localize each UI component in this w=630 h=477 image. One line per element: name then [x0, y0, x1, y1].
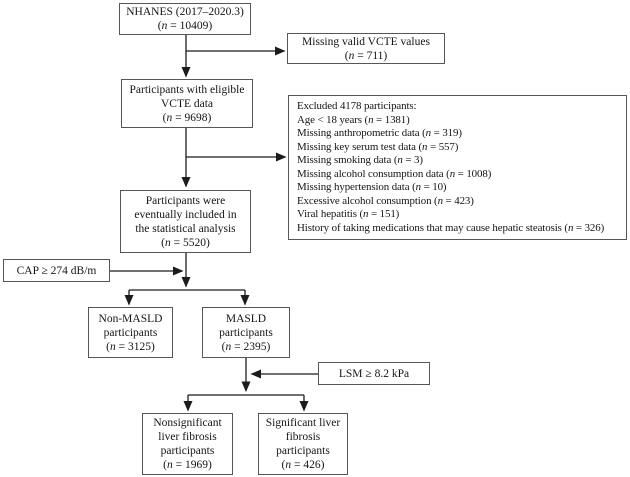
excluded-item: Missing smoking data (n = 3) [297, 154, 423, 166]
excluded-item: Missing alcohol consumption data (n = 10… [297, 167, 492, 180]
node-nonsig-count: (n = 1969) [163, 459, 212, 471]
node-nonsig-line: Nonsignificant [153, 417, 222, 429]
node-included-line: the statistical analysis [135, 222, 236, 235]
node-nhanes: NHANES (2017–2020.3) (n = 10409) [119, 3, 251, 35]
node-non-masld-count: (n = 3125) [106, 340, 155, 353]
node-lsm-criterion: LSM ≥ 8.2 kPa [318, 362, 430, 385]
node-masld: MASLD participants (n = 2395) [202, 307, 290, 358]
node-nonsig-line: liver fibrosis [158, 431, 217, 443]
node-included-line: eventually included in [134, 208, 237, 221]
node-significant-fibrosis: Significant liver fibrosis participants … [258, 413, 348, 475]
cap-criterion-label: CAP ≥ 274 dB/m [16, 264, 97, 277]
excluded-item: Missing key serum test data (n = 557) [297, 140, 459, 153]
node-nhanes-count: (n = 10409) [157, 20, 213, 32]
node-sig-line: Significant liver [265, 417, 341, 429]
lsm-criterion-label: LSM ≥ 8.2 kPa [338, 367, 410, 380]
node-eligible-line: VCTE data [160, 97, 214, 110]
node-eligible-count: (n = 9698) [162, 111, 212, 124]
node-excluded-list: Excluded 4178 participants: Age < 18 yea… [288, 95, 627, 240]
node-masld-line: participants [219, 326, 273, 339]
excluded-item: Missing anthropometric data (n = 319) [297, 127, 462, 139]
node-non-masld-line: participants [103, 326, 158, 339]
excluded-item: History of taking medications that may c… [297, 221, 605, 234]
excluded-item: Missing hypertension data (n = 10) [297, 181, 447, 193]
node-masld-line: MASLD [225, 312, 267, 325]
node-sig-line: fibrosis [285, 431, 321, 443]
node-non-masld-line: Non-MASLD [98, 312, 163, 325]
node-masld-count: (n = 2395) [221, 340, 271, 353]
node-included-count: (n = 5520) [161, 236, 210, 249]
node-nonsignificant-fibrosis: Nonsignificant liver fibrosis participan… [142, 413, 233, 475]
node-non-masld: Non-MASLD participants (n = 3125) [88, 307, 173, 358]
node-missing-vcte-line: Missing valid VCTE values [302, 35, 430, 48]
excluded-item: Viral hepatitis (n = 151) [297, 208, 400, 220]
excluded-header: Excluded 4178 participants: [297, 100, 417, 112]
node-included-line: Participants were [145, 194, 226, 207]
node-sig-line: participants [276, 445, 330, 457]
node-nonsig-line: participants [160, 445, 215, 457]
node-included-analysis: Participants were eventually included in… [120, 190, 251, 253]
node-nhanes-line: NHANES (2017–2020.3) [126, 6, 244, 18]
node-cap-criterion: CAP ≥ 274 dB/m [3, 259, 110, 282]
node-eligible-vcte: Participants with eligible VCTE data (n … [121, 79, 253, 128]
node-missing-vcte: Missing valid VCTE values (n = 711) [287, 33, 445, 64]
node-eligible-line: Participants with eligible [129, 83, 245, 96]
excluded-item: Age < 18 years (n = 1381) [297, 113, 410, 126]
node-missing-vcte-count: (n = 711) [344, 49, 388, 62]
node-sig-count: (n = 426) [281, 459, 325, 471]
excluded-item: Excessive alcohol consumption (n = 423) [297, 194, 474, 207]
